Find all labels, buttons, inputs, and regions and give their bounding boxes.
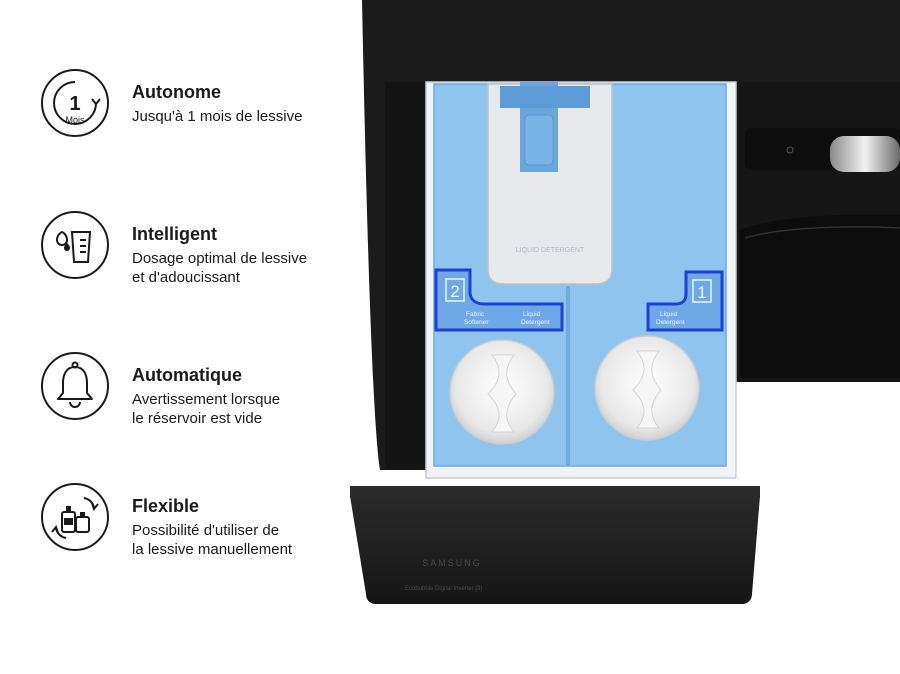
feature-title: Automatique	[132, 365, 242, 385]
manual-compartment-label: LIQUID DETERGENT	[516, 247, 585, 254]
feature-description: Jusqu'à 1 mois de lessive	[132, 108, 303, 125]
feature-flexible: Flexible Possibilité d'utiliser de la le…	[40, 482, 360, 572]
feature-description: Possibilité d'utiliser de la lessive man…	[132, 521, 362, 559]
compartment-2-label: 2 Fabric Softener Liquid Detergent	[434, 268, 564, 332]
feature-title: Intelligent	[132, 224, 217, 244]
compartment-1-label: 1 Liquid Detergent	[646, 270, 724, 332]
brand-logo: SAMSUNG	[422, 558, 482, 568]
bell-icon	[41, 352, 109, 420]
feature-description-line: le réservoir est vide	[132, 410, 263, 427]
feature-description-line: la lessive manuellement	[132, 541, 293, 558]
detergent-drawer-illustration: LIQUID DETERGENT 2 Fabric Softener Liqui…	[350, 0, 900, 604]
compartment-2-label-line: Liquid	[523, 311, 541, 318]
detergent-tray: LIQUID DETERGENT 2 Fabric Softener Liqui…	[425, 81, 737, 479]
compartment-1-cap	[594, 335, 700, 441]
compartment-2-label-line: Fabric	[466, 311, 485, 318]
feature-title: Autonome	[132, 82, 221, 102]
compartment-1-label-line: Liquid	[660, 311, 678, 318]
compartment-2-label-line: Detergent	[521, 319, 550, 326]
calendar-one-month-icon: 1 Mois	[41, 69, 109, 137]
compartment-2-label-line: Softener	[464, 319, 489, 326]
measuring-cup-drops-icon	[41, 211, 109, 279]
compartment-1-number: 1	[697, 283, 706, 302]
feature-description-line: Avertissement lorsque	[132, 391, 281, 408]
feature-description-line: Possibilité d'utiliser de	[132, 522, 280, 539]
feature-description-line: Dosage optimal de lessive	[132, 250, 308, 267]
feature-description-line: et d'adoucissant	[132, 269, 240, 286]
feature-intelligent: Intelligent Dosage optimal de lessive et…	[40, 210, 360, 300]
feature-automatique: Automatique Avertissement lorsque le rés…	[40, 351, 360, 441]
detergent-bottles-cycle-icon	[41, 483, 109, 551]
feature-autonome: 1 Mois Autonome Jusqu'à 1 mois de lessiv…	[40, 68, 360, 158]
compartment-1-label-line: Detergent	[656, 319, 685, 326]
drawer-front: SAMSUNG Ecobubble Digital Inverter [3]	[350, 486, 760, 604]
icon-unit: Mois	[65, 115, 85, 125]
compartment-2-cap	[449, 339, 555, 445]
feature-description: Dosage optimal de lessive et d'adoucissa…	[132, 249, 362, 287]
drawer-caption: Ecobubble Digital Inverter [3]	[405, 586, 482, 592]
icon-number: 1	[69, 93, 80, 115]
washing-machine-body	[362, 0, 900, 470]
feature-title: Flexible	[132, 496, 200, 516]
compartment-2-number: 2	[450, 282, 459, 301]
feature-description: Avertissement lorsque le réservoir est v…	[132, 390, 362, 428]
